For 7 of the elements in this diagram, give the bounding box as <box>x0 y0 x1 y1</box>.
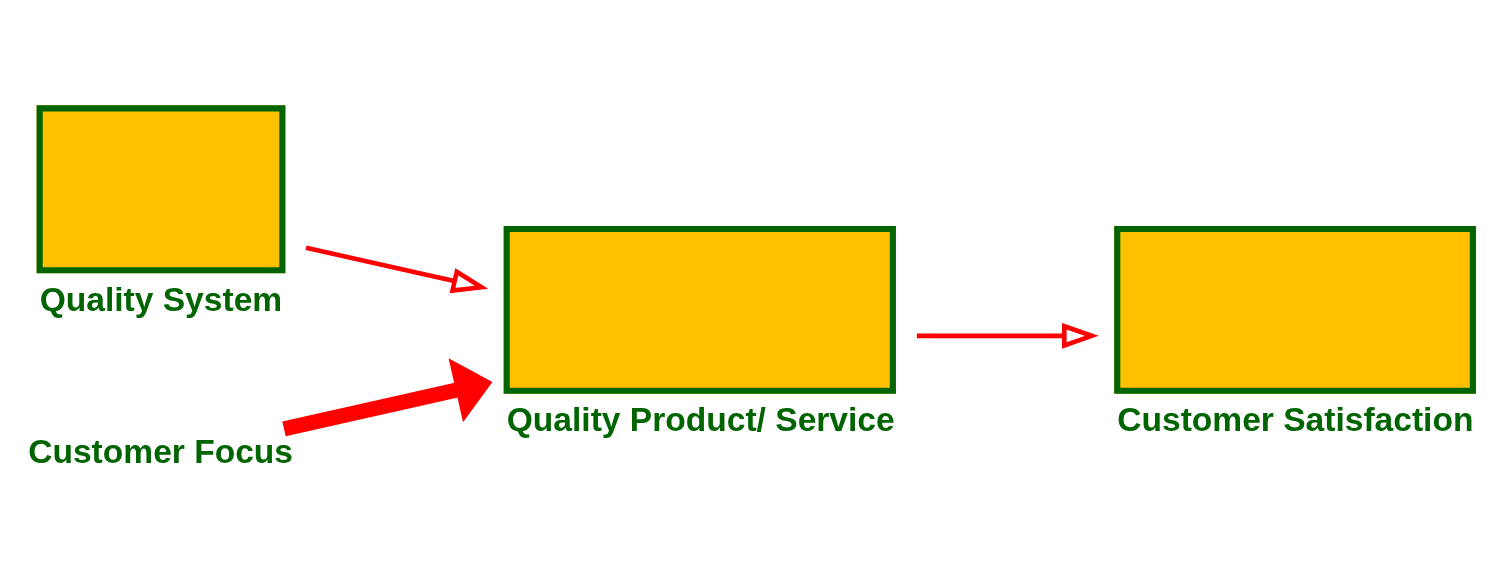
arrow <box>916 322 1099 349</box>
node-label: Quality Product/ Service <box>506 400 895 438</box>
node-text: Customer Focus <box>28 432 294 470</box>
node-label: Quality System <box>39 280 283 318</box>
arrow <box>305 245 489 293</box>
node-label: Customer Satisfaction <box>1117 400 1474 438</box>
arrow <box>282 357 493 436</box>
